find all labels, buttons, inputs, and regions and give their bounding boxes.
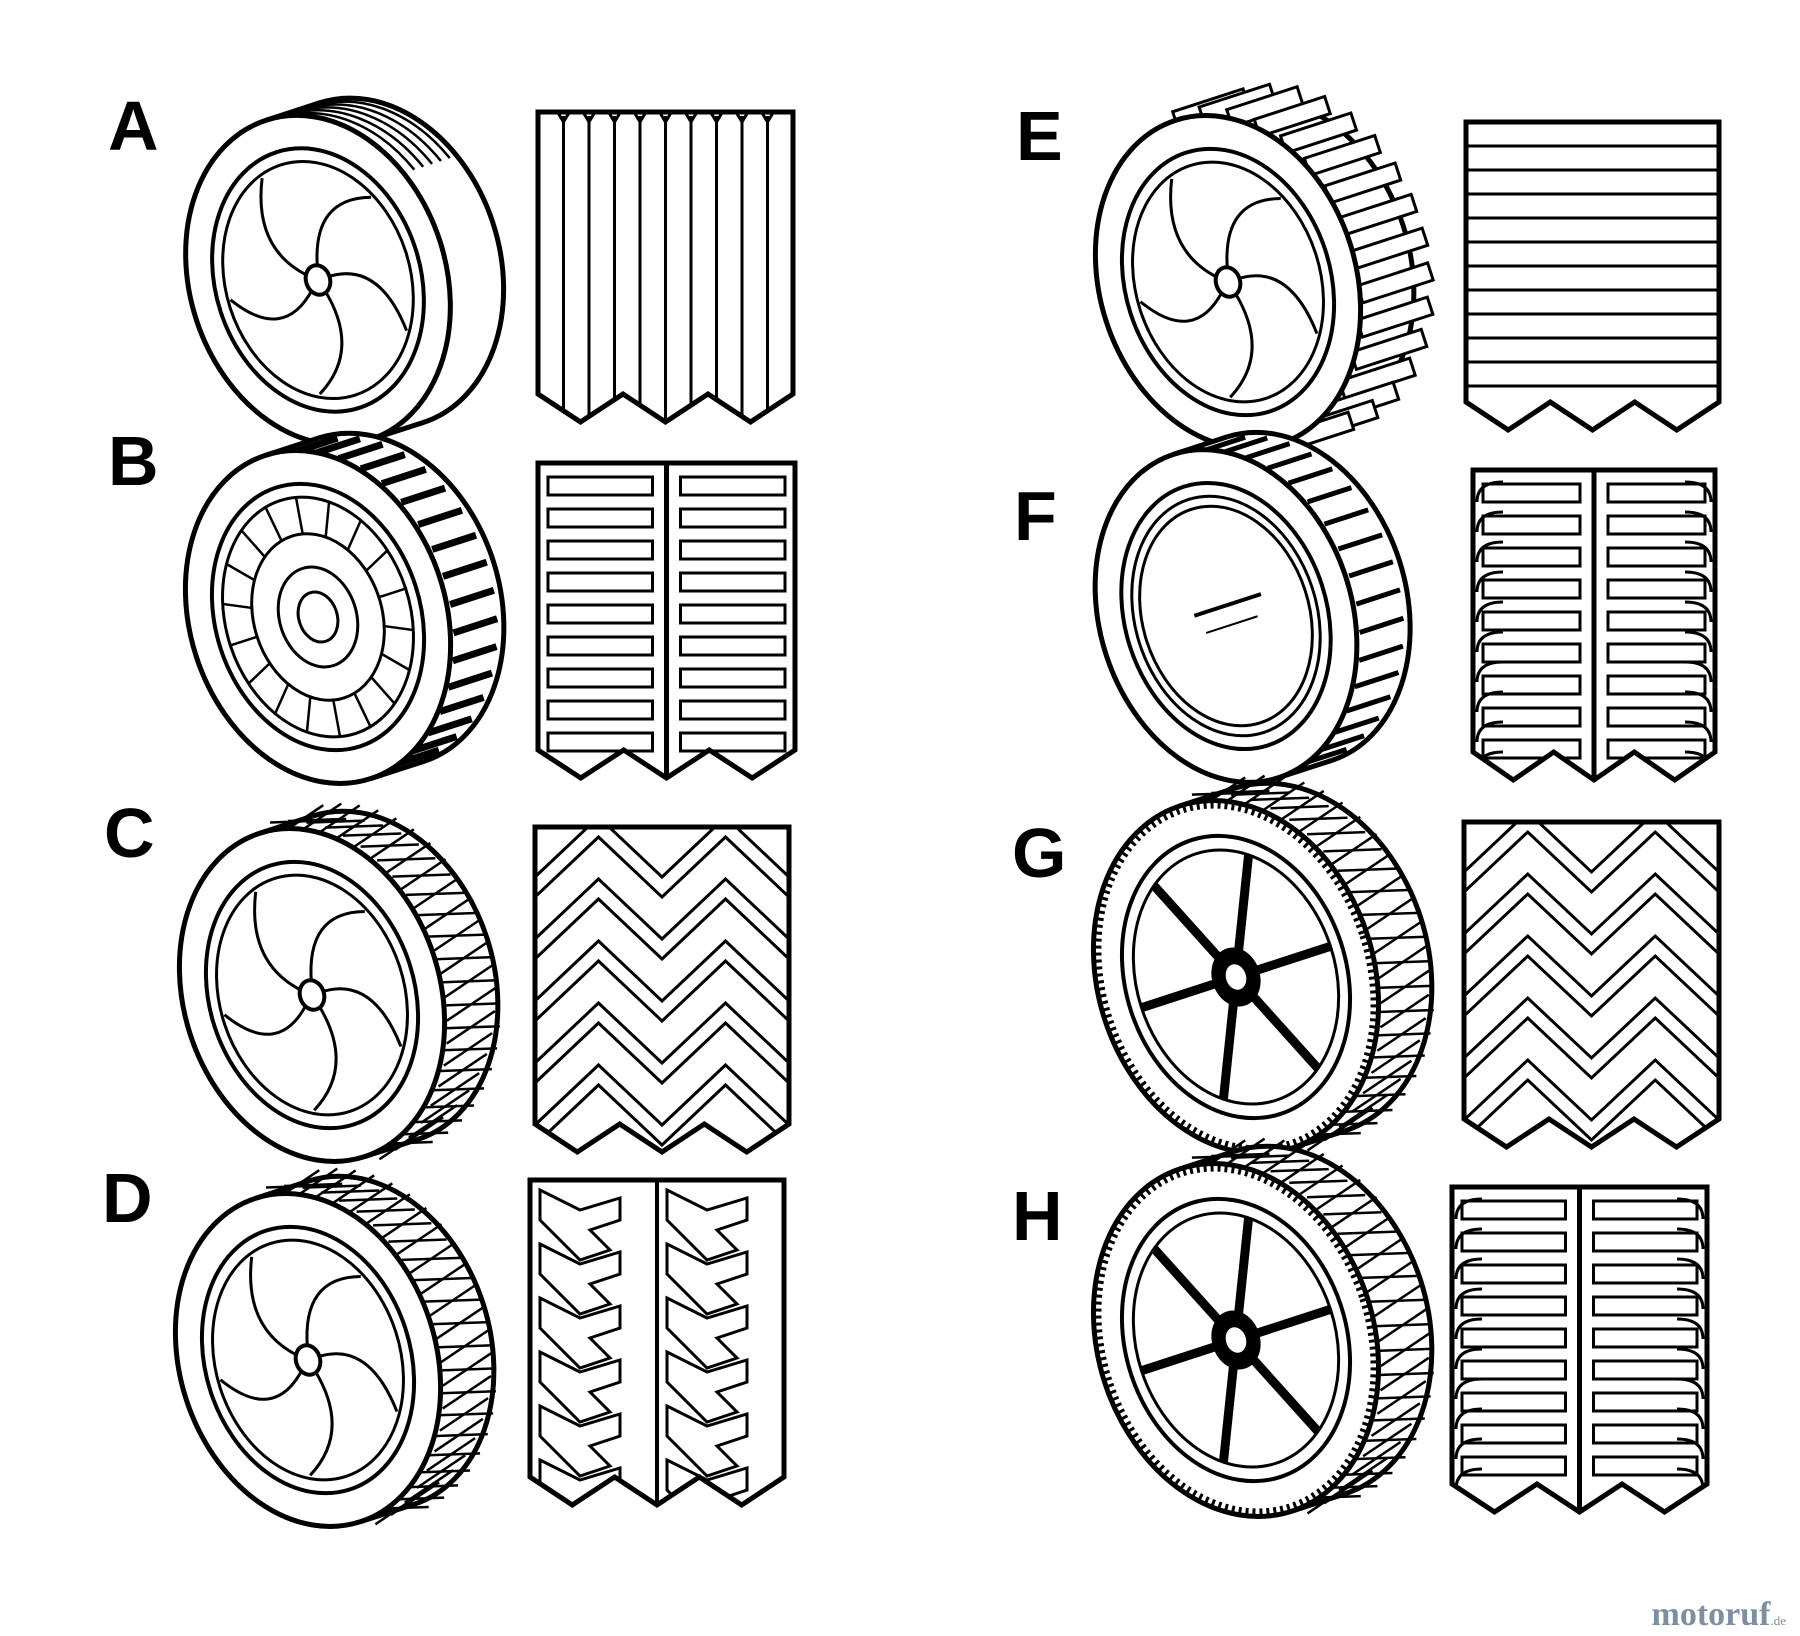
watermark-logo: motoruf.de — [1652, 1596, 1787, 1634]
wheel-label-h: H — [1012, 1177, 1063, 1255]
tread-pattern-b — [535, 460, 798, 781]
wheel-d-illustration — [172, 1167, 497, 1529]
wheel-c-illustration — [176, 802, 501, 1164]
wheel-label-e: E — [1016, 97, 1063, 175]
tread-pattern-a — [535, 109, 796, 425]
wheel-a-illustration — [183, 95, 507, 448]
wheel-label-c: C — [104, 794, 155, 872]
tread-pattern-e — [1463, 119, 1722, 434]
wheel-label-d: D — [102, 1159, 153, 1237]
wheel-label-g: G — [1012, 814, 1066, 892]
tread-pattern-h — [1449, 1184, 1710, 1515]
wheel-e-illustration — [1092, 82, 1436, 455]
wheel-label-a: A — [108, 87, 159, 165]
tread-pattern-g — [1461, 819, 1722, 1150]
watermark-brand: motoruf — [1651, 1596, 1771, 1633]
wheel-f-illustration — [1092, 429, 1413, 785]
tread-pattern-d — [527, 1177, 787, 1508]
wheel-b-illustration — [182, 430, 507, 786]
watermark-suffix: .de — [1770, 1613, 1786, 1628]
wheel-h-illustration — [1090, 1137, 1435, 1519]
wheel-label-f: F — [1014, 477, 1057, 555]
tread-pattern-f — [1470, 467, 1718, 784]
wheel-label-b: B — [108, 422, 159, 500]
wheel-g-illustration — [1090, 774, 1435, 1156]
tread-pattern-c — [532, 824, 792, 1155]
